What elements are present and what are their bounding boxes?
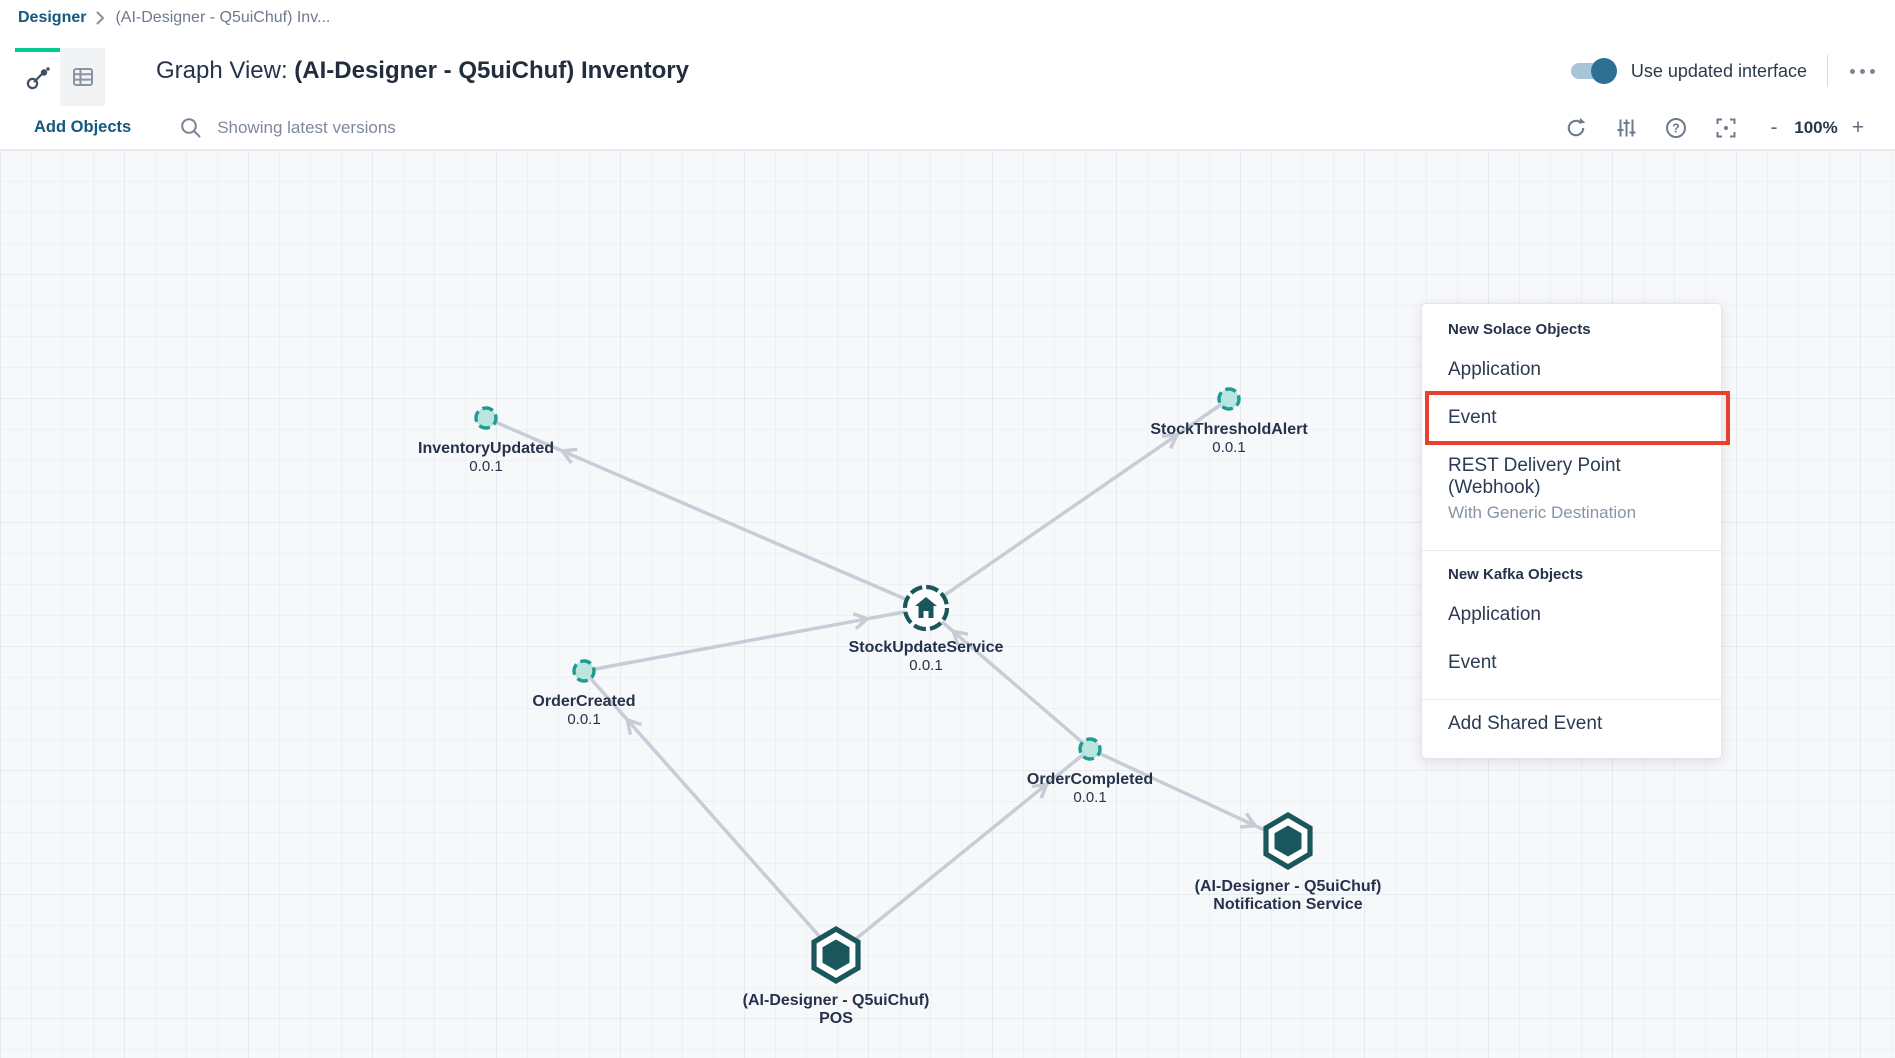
use-updated-interface-toggle[interactable] [1570, 58, 1617, 84]
graph-edges [485, 397, 1289, 957]
application-hexagon-icon [811, 925, 861, 985]
fit-to-screen-icon[interactable] [1713, 115, 1739, 141]
node-StockUpdateService[interactable] [899, 581, 953, 635]
add-objects-button[interactable]: Add Objects [34, 118, 132, 136]
search-icon[interactable] [179, 116, 203, 140]
page-title: Graph View: (AI-Designer - Q5uiChuf) Inv… [156, 57, 689, 84]
view-tabs [15, 48, 105, 106]
zoom-level: 100% [1794, 117, 1838, 137]
node-OrderCompleted[interactable] [1074, 733, 1106, 765]
event-node-icon [1217, 387, 1241, 411]
version-filter-status: Showing latest versions [217, 117, 396, 137]
menu-item-sublabel: With Generic Destination [1448, 503, 1637, 522]
node-POS[interactable] [808, 924, 864, 986]
application-hexagon-icon [1263, 811, 1313, 871]
edge-arrow [950, 629, 969, 647]
graph-view-icon [25, 66, 51, 92]
node-label-POS: (AI-Designer - Q5uiChuf)POS [742, 992, 930, 1027]
menu-item-application[interactable]: Application [1448, 359, 1541, 380]
chevron-right-icon [96, 11, 105, 25]
node-OrderCreated[interactable] [568, 655, 600, 687]
svg-text:?: ? [1672, 121, 1680, 135]
help-icon[interactable]: ? [1663, 115, 1689, 141]
menu-section-header-new-solace-objects: New Solace Objects [1448, 321, 1591, 338]
menu-item-add-shared-event[interactable]: Add Shared Event [1448, 713, 1603, 734]
edge-arrow [625, 717, 643, 735]
page-header: Graph View: (AI-Designer - Q5uiChuf) Inv… [0, 36, 1895, 106]
edge-arrow [1239, 812, 1259, 829]
zoom-in-button[interactable]: + [1845, 116, 1871, 140]
breadcrumb-current: (AI-Designer - Q5uiChuf) Inv... [115, 9, 331, 26]
menu-item-event[interactable]: Event [1448, 652, 1497, 673]
node-label-NotificationService: (AI-Designer - Q5uiChuf)Notification Ser… [1194, 878, 1382, 913]
application-node-icon [902, 584, 950, 632]
refresh-icon[interactable] [1563, 115, 1589, 141]
event-node-icon [474, 406, 498, 430]
zoom-out-button[interactable]: - [1761, 116, 1787, 140]
toggle-label: Use updated interface [1630, 60, 1807, 81]
breadcrumb: Designer (AI-Designer - Q5uiChuf) Inv... [0, 0, 1895, 36]
tab-list-view[interactable] [60, 48, 105, 106]
edge-arrow [852, 612, 871, 630]
filter-versions-icon[interactable] [1613, 115, 1639, 141]
header-divider [1827, 55, 1828, 87]
tab-graph-view[interactable] [15, 48, 60, 106]
node-NotificationService[interactable] [1260, 810, 1316, 872]
menu-item-event[interactable]: Event [1422, 391, 1730, 445]
node-InventoryUpdated[interactable] [470, 402, 502, 434]
menu-item-rest-delivery-point-webhook[interactable]: REST Delivery Point (Webhook)With Generi… [1422, 442, 1721, 538]
event-node-icon [572, 659, 596, 683]
menu-section-header-new-kafka-objects: New Kafka Objects [1448, 566, 1584, 583]
edge-arrow [1161, 432, 1180, 450]
edge-arrow [559, 447, 578, 465]
node-StockThresholdAlert[interactable] [1213, 383, 1245, 415]
table-view-icon [70, 64, 96, 90]
event-node-icon [1078, 737, 1102, 761]
menu-divider [1422, 699, 1721, 700]
more-options-button[interactable] [1848, 63, 1877, 80]
edge-arrow [1031, 781, 1050, 799]
breadcrumb-designer-link[interactable]: Designer [18, 9, 87, 26]
menu-item-application[interactable]: Application [1448, 604, 1541, 625]
menu-divider [1422, 550, 1721, 551]
graph-toolbar: Add Objects Showing latest versions [0, 106, 1895, 150]
